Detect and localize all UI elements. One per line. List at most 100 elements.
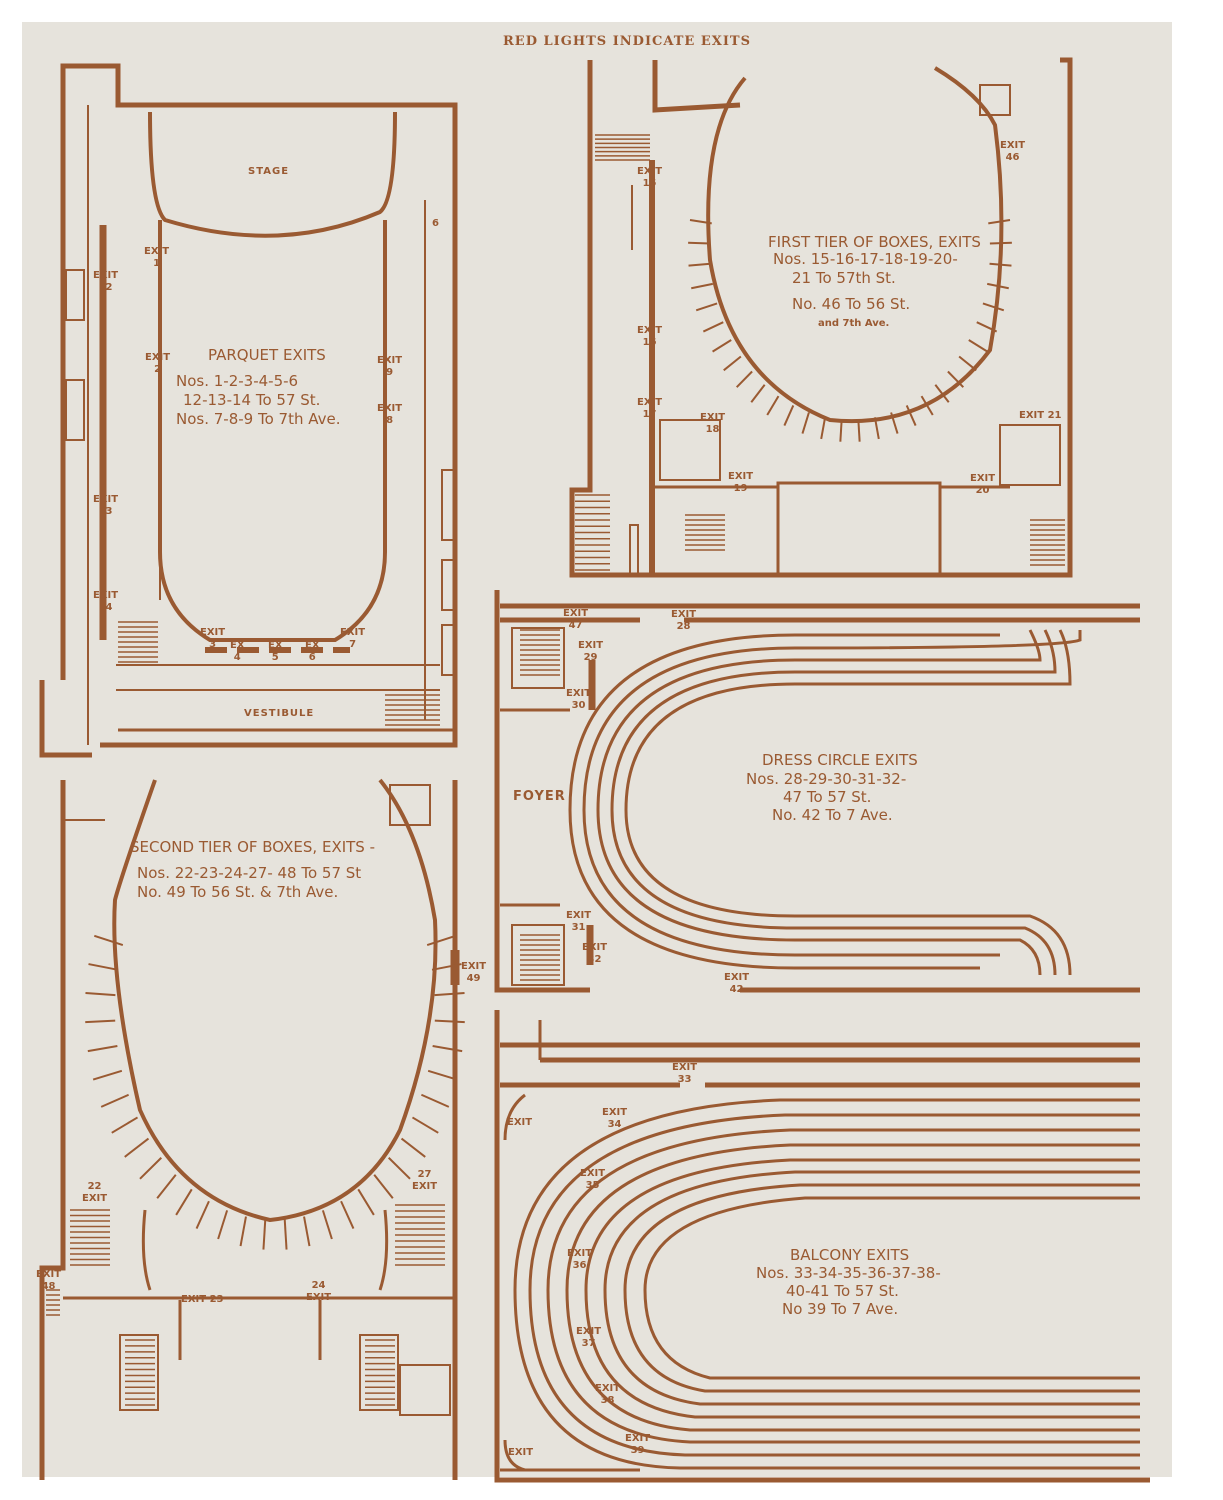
- balcony-exit-left-bottom: EXIT: [508, 1447, 534, 1458]
- foyer-label: FOYER: [513, 789, 566, 804]
- box-divider: [989, 262, 1012, 267]
- box-divider: [139, 1157, 162, 1180]
- box-divider: [958, 355, 977, 372]
- box-divider: [905, 405, 917, 426]
- box-divider: [156, 1174, 177, 1199]
- box-divider: [426, 934, 457, 947]
- parquet-plan: [39, 63, 458, 758]
- dress-circle-line-3: No. 42 To 7 Ave.: [772, 806, 893, 824]
- box-divider: [873, 417, 880, 440]
- box-divider: [988, 218, 1011, 225]
- box-divider: [801, 412, 810, 434]
- first-tier-line-2: 21 To 57th St.: [792, 269, 896, 287]
- box-divider: [217, 1210, 229, 1240]
- first-tier-title: FIRST TIER OF BOXES, EXITS: [768, 233, 981, 251]
- box-divider: [968, 339, 988, 353]
- box-divider: [85, 991, 116, 997]
- box-divider: [702, 321, 724, 333]
- second-tier-title: SECOND TIER OF BOXES, EXITS -: [130, 838, 376, 856]
- box-divider: [93, 934, 124, 947]
- box-divider: [303, 1216, 311, 1247]
- balcony-rows: [513, 1098, 1140, 1470]
- box-divider: [321, 1210, 333, 1240]
- box-divider: [357, 1188, 375, 1216]
- parquet-line-2: 12-13-14 To 57 St.: [183, 391, 321, 409]
- first-tier-line-1: Nos. 15-16-17-18-19-20-: [773, 250, 958, 268]
- box-divider: [839, 419, 843, 442]
- box-divider: [820, 417, 827, 440]
- stage-label: STAGE: [248, 166, 290, 177]
- box-divider: [92, 1069, 123, 1081]
- box-divider: [695, 302, 718, 312]
- dress-circle-rows: [568, 629, 1082, 976]
- box-divider: [691, 282, 714, 290]
- balcony-line-2: 40-41 To 57 St.: [786, 1282, 899, 1300]
- parquet-title: PARQUET EXITS: [208, 346, 326, 364]
- box-divider: [400, 1137, 426, 1158]
- balcony-plan: [494, 1010, 1150, 1483]
- box-divider: [431, 963, 462, 971]
- box-divider: [750, 384, 766, 403]
- box-divider: [688, 262, 711, 267]
- parquet-mark: 6: [432, 218, 439, 229]
- box-divider: [688, 241, 711, 245]
- balcony-title: BALCONY EXITS: [790, 1246, 910, 1264]
- box-divider: [434, 1019, 465, 1024]
- box-divider: [434, 991, 465, 997]
- box-divider: [723, 355, 742, 372]
- program-page: [22, 22, 1172, 1477]
- box-divider: [432, 1045, 463, 1053]
- box-divider: [262, 1219, 267, 1250]
- box-divider: [283, 1219, 288, 1250]
- first-tier-line-3: No. 46 To 56 St.: [792, 295, 911, 313]
- box-divider: [689, 218, 712, 225]
- balcony-line-1: Nos. 33-34-35-36-37-38-: [756, 1264, 941, 1282]
- box-divider: [986, 282, 1009, 290]
- box-divider: [85, 1019, 116, 1024]
- box-divider: [783, 405, 795, 426]
- box-divider: [373, 1174, 394, 1199]
- parquet-line-1: Nos. 1-2-3-4-5-6: [176, 372, 299, 390]
- box-divider: [920, 395, 934, 416]
- box-divider: [111, 1116, 139, 1134]
- dress-circle-line-2: 47 To 57 St.: [783, 788, 872, 806]
- box-divider: [857, 419, 861, 442]
- parquet-line-3: Nos. 7-8-9 To 7th Ave.: [176, 410, 341, 428]
- box-divider: [100, 1093, 130, 1108]
- box-divider: [934, 384, 950, 403]
- box-divider: [340, 1200, 355, 1229]
- dress-circle-line-1: Nos. 28-29-30-31-32-: [746, 770, 907, 788]
- box-divider: [88, 963, 119, 971]
- second-tier-line-1: Nos. 22-23-24-27- 48 To 57 St: [137, 864, 362, 882]
